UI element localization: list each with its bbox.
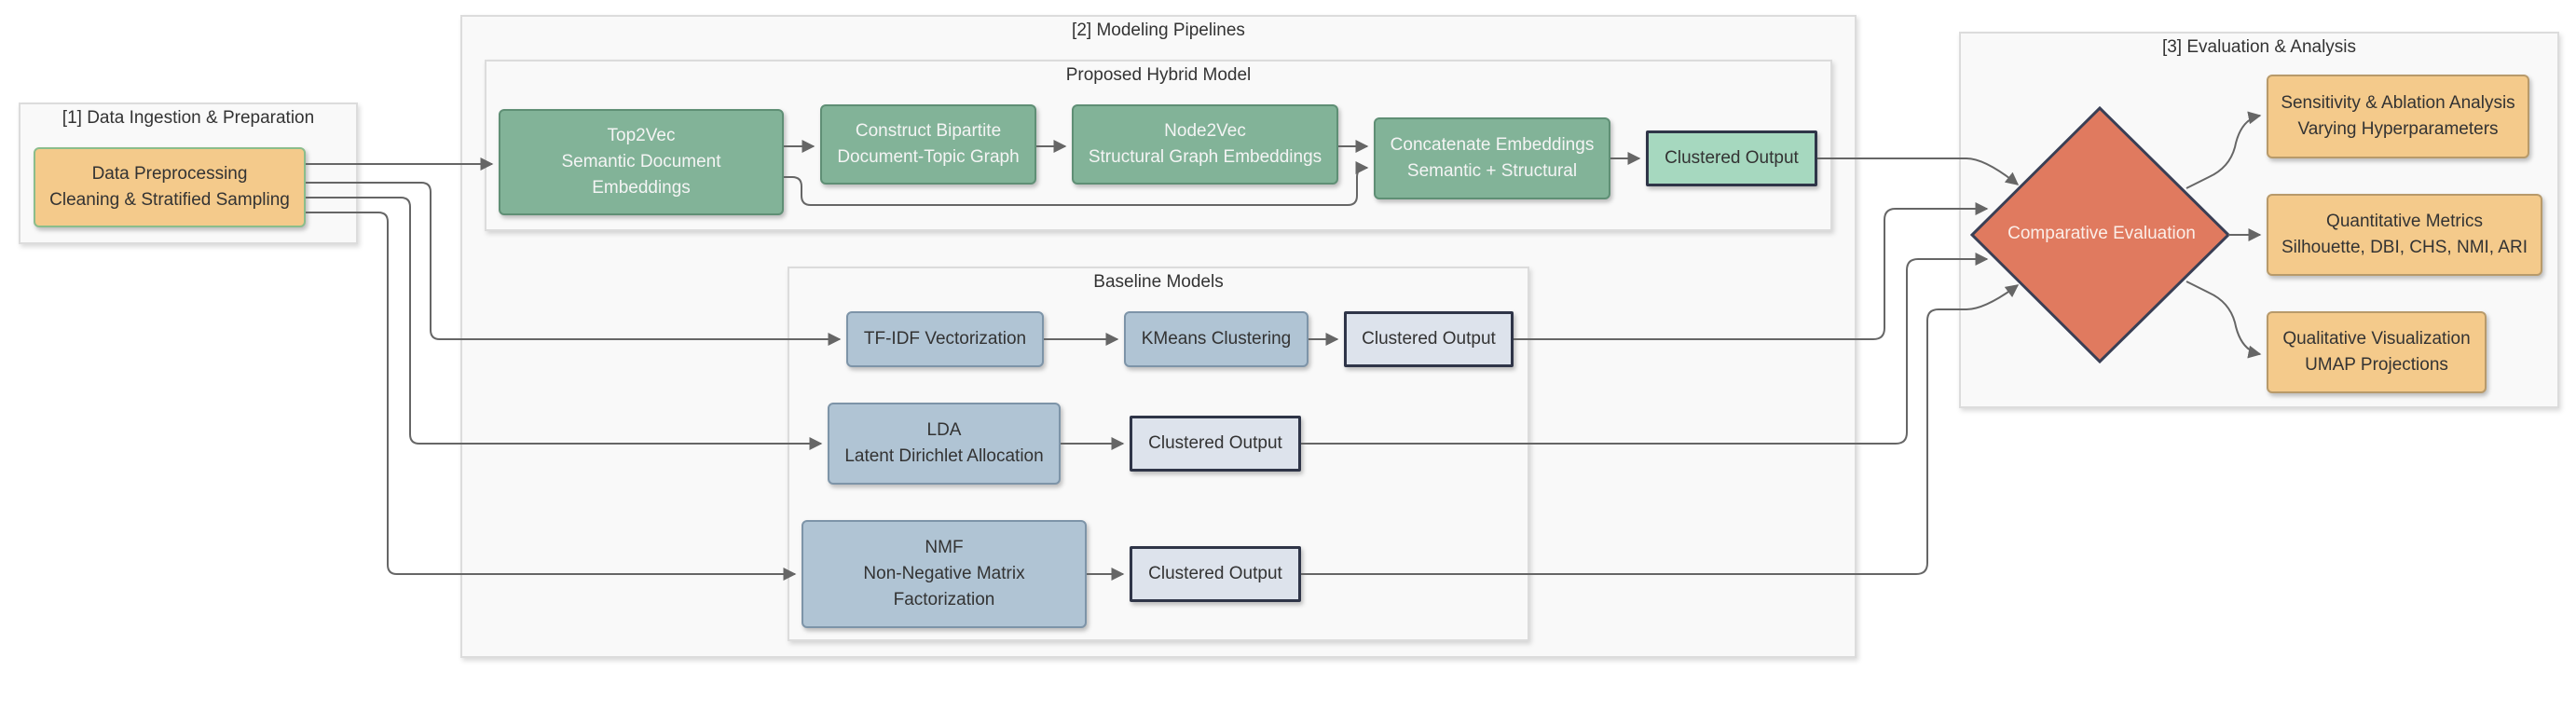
node-line: LDA	[926, 420, 962, 440]
edge-kmeans-output-to-eval	[1514, 202, 1989, 340]
edge-top2vec-to-concat	[784, 161, 1369, 206]
kmeans-clustering-node[interactable]: KMeans Clustering	[1124, 311, 1309, 367]
node-line: TF-IDF Vectorization	[863, 329, 1027, 349]
cluster-title-evaluation: [3] Evaluation & Analysis	[2161, 37, 2357, 57]
kmeans-clustered-output-node[interactable]: Clustered Output	[1344, 311, 1514, 367]
edge-prep-to-tfidf	[306, 182, 842, 346]
quantitative-metrics-node[interactable]: Quantitative Metrics Silhouette, DBI, CH…	[2267, 194, 2542, 276]
node-line: Structural Graph Embeddings	[1088, 147, 1322, 167]
tfidf-vectorization-node[interactable]: TF-IDF Vectorization	[846, 311, 1044, 367]
node-line: UMAP Projections	[2305, 355, 2448, 375]
edge-nmf-output-to-eval	[1301, 284, 2020, 575]
node-line: Clustered Output	[1148, 433, 1282, 453]
node-line: NMF	[925, 538, 964, 557]
node-line: Quantitative Metrics	[2326, 212, 2483, 231]
node-line: Clustered Output	[1665, 148, 1799, 168]
node-line: Construct Bipartite	[855, 121, 1002, 141]
node2vec-node[interactable]: Node2Vec Structural Graph Embeddings	[1072, 104, 1338, 185]
node-line: Node2Vec	[1164, 121, 1246, 141]
cluster-title-ingestion: [1] Data Ingestion & Preparation	[62, 108, 315, 128]
lda-clustered-output-node[interactable]: Clustered Output	[1130, 416, 1301, 472]
node-line: KMeans Clustering	[1141, 329, 1292, 349]
hybrid-clustered-output-node[interactable]: Clustered Output	[1646, 130, 1817, 186]
cluster-title-baseline: Baseline Models	[1093, 272, 1224, 292]
node-line: Concatenate Embeddings	[1390, 135, 1595, 155]
qualitative-visualization-node[interactable]: Qualitative Visualization UMAP Projectio…	[2267, 311, 2487, 393]
node-line: Silhouette, DBI, CHS, NMI, ARI	[2281, 238, 2528, 257]
lda-node[interactable]: LDA Latent Dirichlet Allocation	[828, 403, 1061, 485]
data-preprocessing-node[interactable]: Data Preprocessing Cleaning & Stratified…	[34, 147, 306, 227]
edge-eval-to-sensitivity	[2185, 111, 2262, 189]
comparative-evaluation-label: Comparative Evaluation	[2007, 224, 2196, 243]
node-line: Sensitivity & Ablation Analysis	[2281, 93, 2515, 113]
node-line: Cleaning & Stratified Sampling	[49, 190, 290, 210]
top2vec-node[interactable]: Top2Vec Semantic Document Embeddings	[499, 109, 784, 215]
node-line: Embeddings	[592, 178, 691, 198]
nmf-node[interactable]: NMF Non-Negative Matrix Factorization	[802, 520, 1087, 628]
concatenate-embeddings-node[interactable]: Concatenate Embeddings Semantic + Struct…	[1374, 117, 1610, 199]
node-line: Data Preprocessing	[91, 164, 248, 184]
node-line: Semantic + Structural	[1406, 161, 1578, 181]
construct-bipartite-node[interactable]: Construct Bipartite Document-Topic Graph	[820, 104, 1036, 185]
node-line: Document-Topic Graph	[837, 147, 1020, 167]
node-line: Semantic Document	[561, 152, 721, 171]
edge-lda-output-to-eval	[1301, 253, 1989, 445]
sensitivity-ablation-node[interactable]: Sensitivity & Ablation Analysis Varying …	[2267, 75, 2529, 158]
node-line: Non-Negative Matrix	[863, 564, 1025, 583]
node-line: Varying Hyperparameters	[2297, 119, 2499, 139]
node-line: Factorization	[893, 590, 995, 609]
edge-prep-to-nmf	[306, 212, 797, 581]
cluster-title-modeling: [2] Modeling Pipelines	[1072, 21, 1245, 40]
node-line: Top2Vec	[607, 126, 676, 145]
edge-prep-to-lda	[306, 197, 823, 450]
nmf-clustered-output-node[interactable]: Clustered Output	[1130, 546, 1301, 602]
node-line: Latent Dirichlet Allocation	[844, 446, 1044, 466]
edge-hybrid-output-to-eval	[1817, 157, 2020, 185]
edge-eval-to-qualitative	[2185, 281, 2262, 359]
node-line: Clustered Output	[1362, 329, 1496, 349]
cluster-title-hybrid: Proposed Hybrid Model	[1065, 65, 1252, 85]
node-line: Clustered Output	[1148, 564, 1282, 583]
node-line: Qualitative Visualization	[2282, 329, 2471, 349]
